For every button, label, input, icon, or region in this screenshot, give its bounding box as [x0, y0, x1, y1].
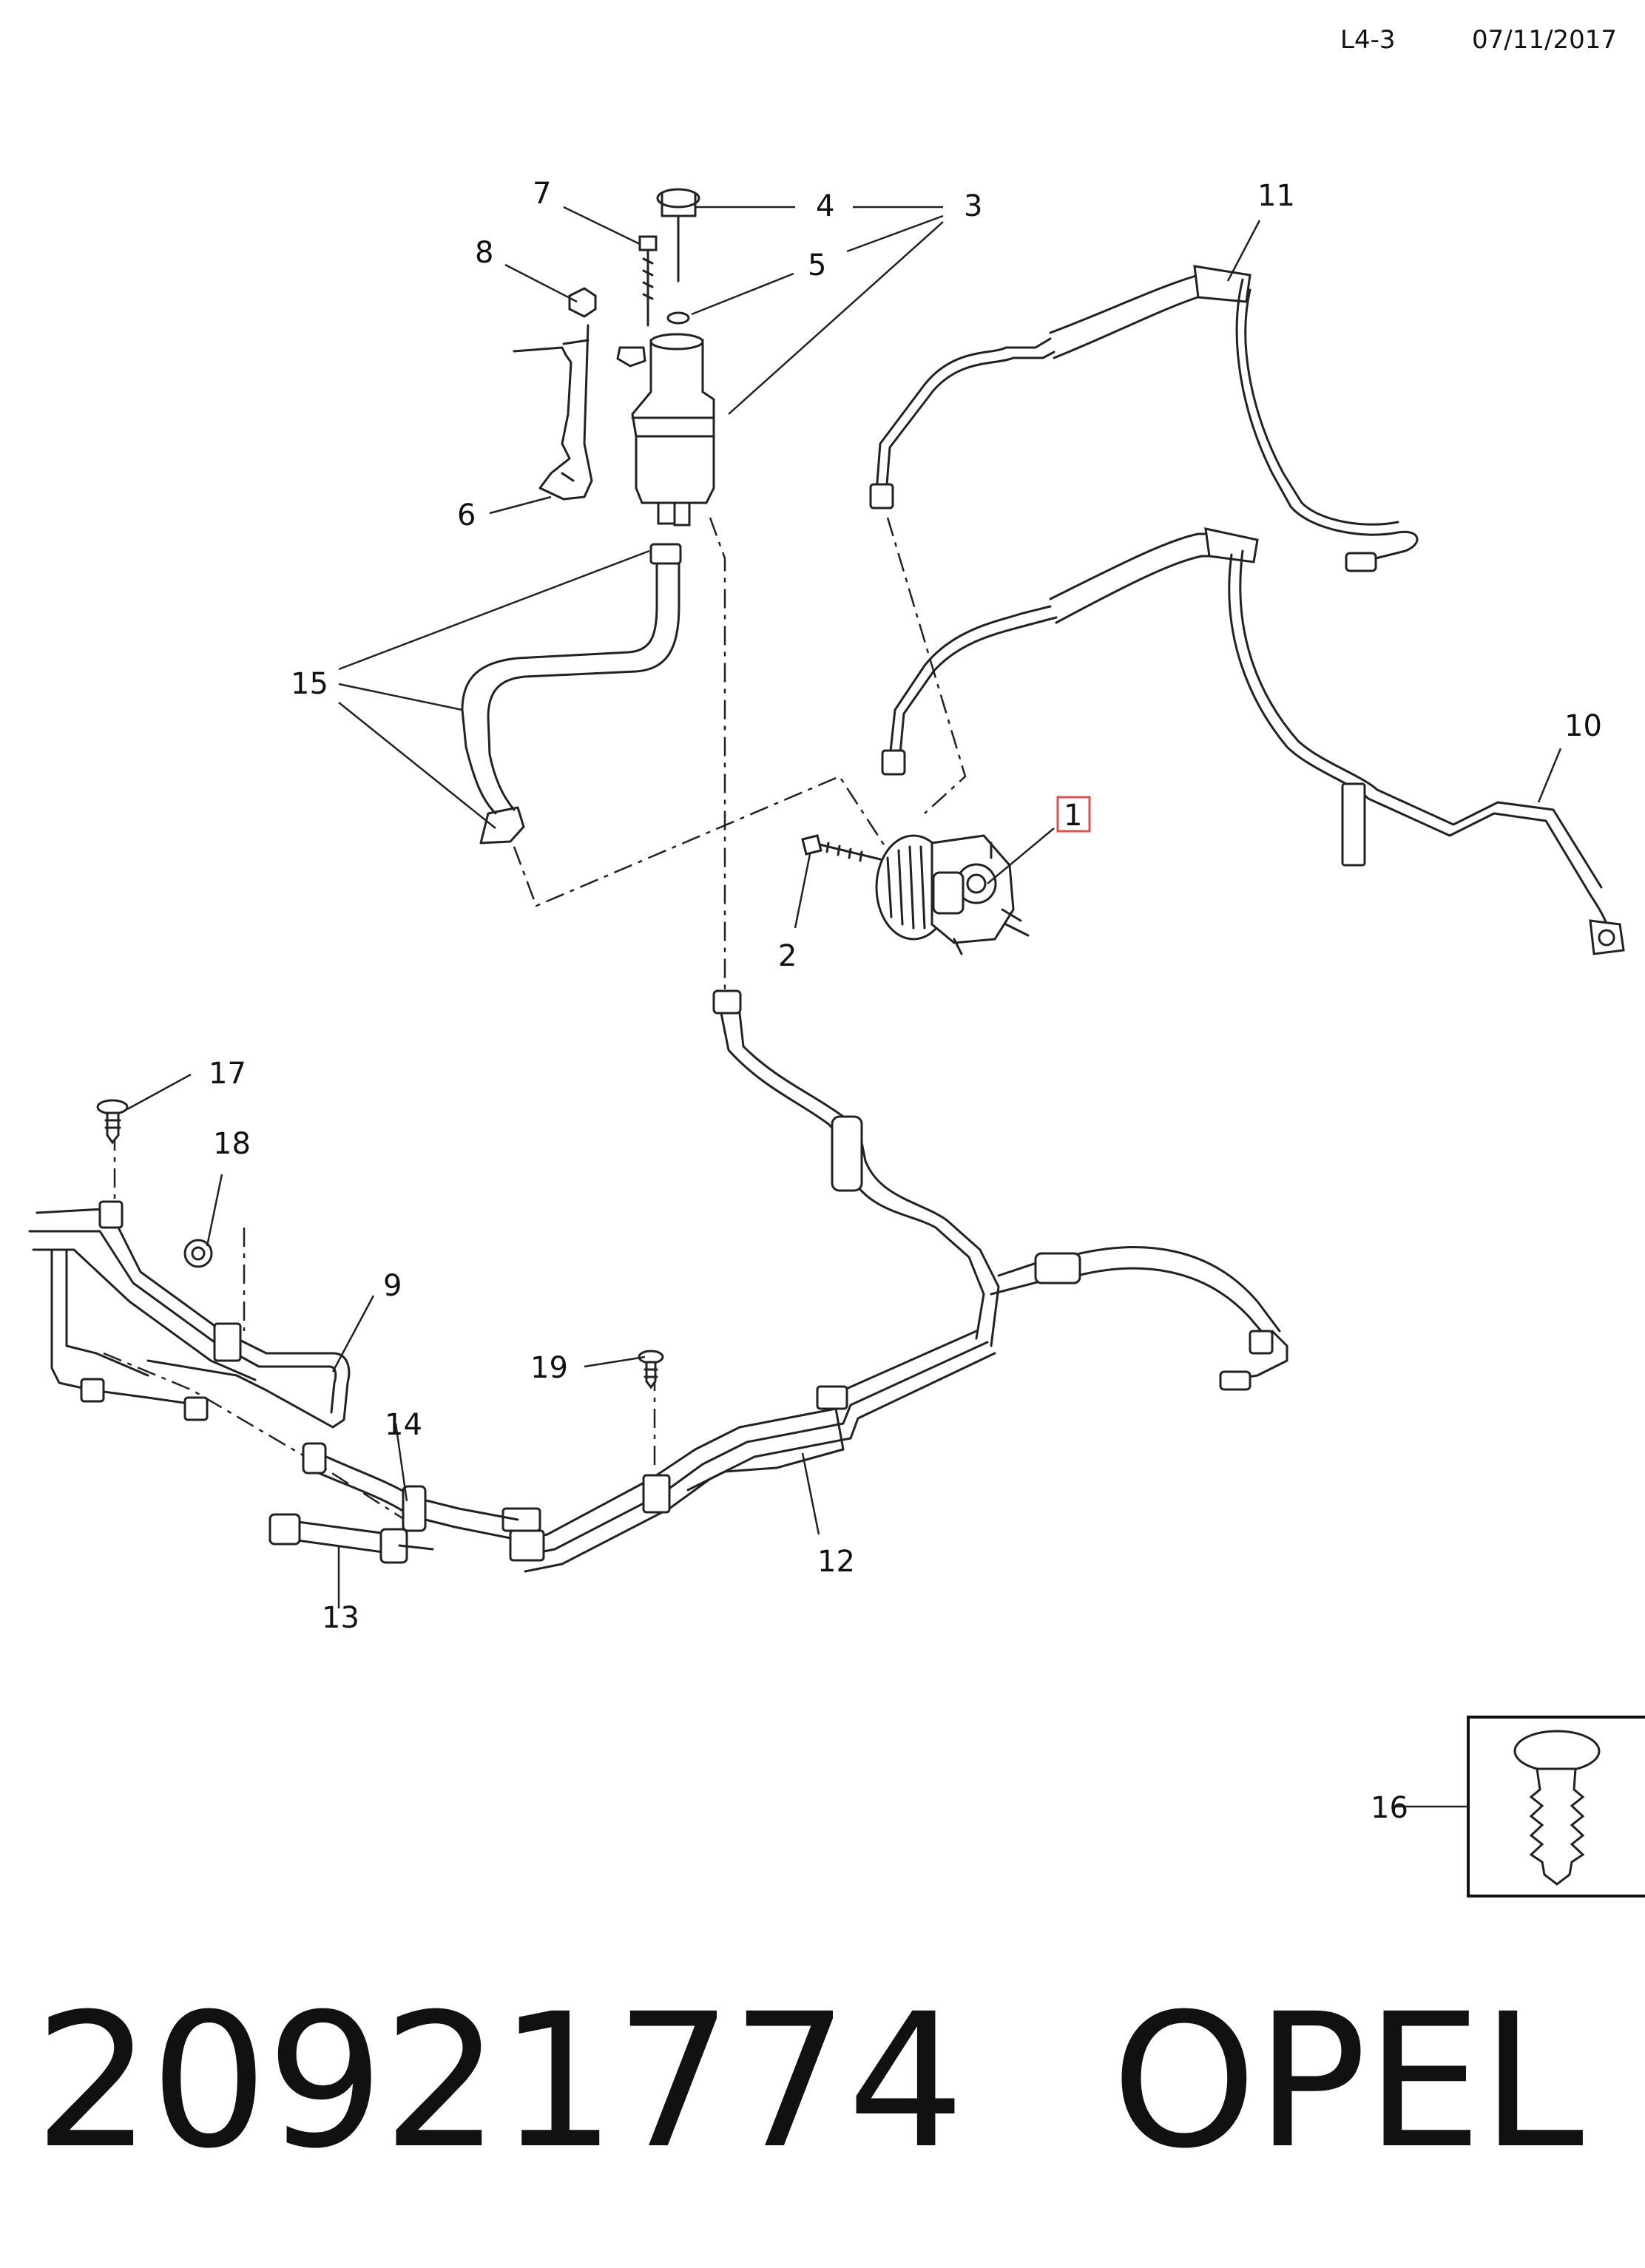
connection-line-hose-pump: [513, 775, 889, 907]
callout-10[interactable]: 10: [1564, 709, 1602, 743]
callout-8[interactable]: 8: [475, 236, 493, 270]
part-number: 20921774: [34, 1974, 965, 2189]
callout-16[interactable]: 16: [1371, 1791, 1408, 1825]
callout-17[interactable]: 17: [209, 1057, 246, 1091]
parts-diagram: 1 2 3 4 5 6 7 8 9 10 11 12 13 14 15 16 1…: [28, 177, 1645, 1898]
callout-12[interactable]: 12: [817, 1545, 855, 1579]
cooler-lines: [28, 989, 1288, 1573]
callout-18[interactable]: 18: [213, 1127, 251, 1161]
detail-box-16: [1467, 1716, 1645, 1898]
callout-2[interactable]: 2: [778, 939, 797, 973]
diagram-date: 07/11/2017: [1472, 25, 1617, 55]
connection-line-reservoir-down: [709, 517, 726, 991]
pressure-line-11: [869, 265, 1419, 572]
callout-1[interactable]: 1: [1064, 799, 1082, 833]
reservoir-assembly: [513, 188, 715, 527]
clips: [96, 1099, 664, 1389]
connection-line-pump-return: [886, 517, 967, 814]
sheet-code: L4-3: [1340, 25, 1396, 55]
steering-pump: [801, 834, 1030, 955]
part-caption: 20921774 OPEL: [34, 1974, 1584, 2189]
callout-11[interactable]: 11: [1257, 179, 1295, 213]
callout-3[interactable]: 3: [964, 189, 982, 223]
callout-numbers: 1 2 3 4 5 6 7 8 9 10 11 12 13 14 15 16 1…: [209, 177, 1602, 1825]
callout-4[interactable]: 4: [816, 189, 834, 223]
reservoir-hose-15: [461, 543, 682, 844]
callout-19[interactable]: 19: [530, 1351, 568, 1385]
callout-14[interactable]: 14: [385, 1408, 422, 1442]
callout-9[interactable]: 9: [383, 1269, 402, 1303]
callout-6[interactable]: 6: [457, 498, 476, 532]
leader-lines: [126, 206, 1562, 1808]
callout-5[interactable]: 5: [808, 248, 826, 282]
callout-13[interactable]: 13: [322, 1601, 359, 1635]
callout-7[interactable]: 7: [533, 177, 551, 211]
callout-15[interactable]: 15: [291, 667, 328, 701]
callout-1-highlight: [1056, 796, 1091, 833]
connection-line-cooler: [103, 1352, 411, 1525]
brand-name: OPEL: [1111, 1974, 1584, 2189]
